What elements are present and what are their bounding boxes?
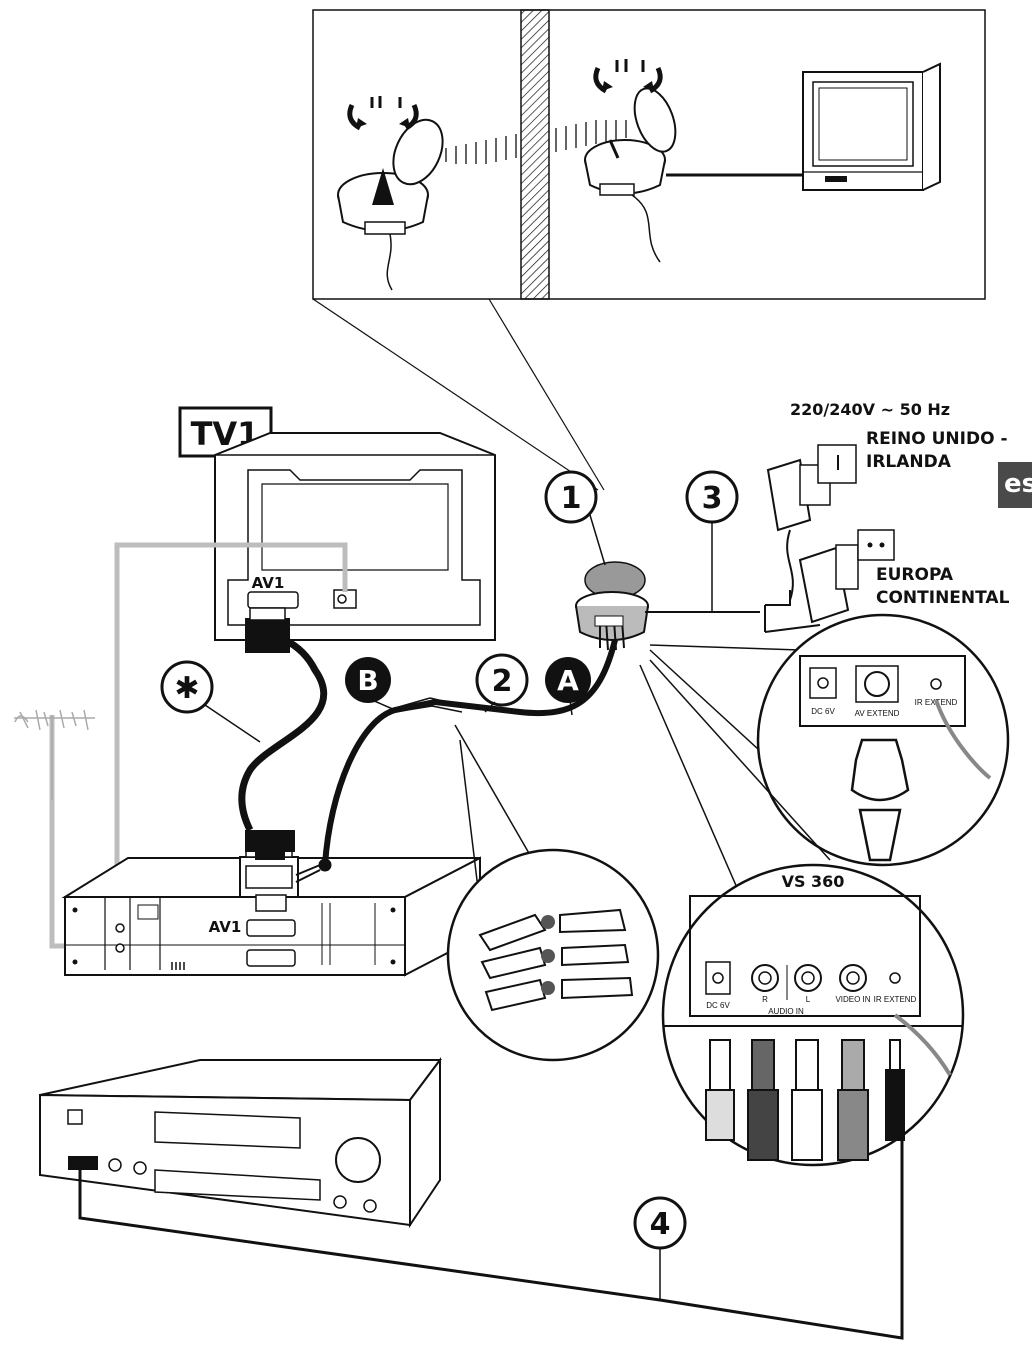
svg-text:✱: ✱ [174,671,199,706]
language-tab: es [998,462,1032,508]
hifi-receiver [39,1057,442,1229]
scart-socket-vcr-2 [246,949,296,967]
callout-b: B [345,657,396,711]
svg-text:2: 2 [492,664,513,699]
audio-in-label: AUDIO IN [768,1007,804,1016]
av-extend-label: AV EXTEND [855,709,900,718]
svg-text:B: B [357,664,378,697]
power-adapter-uk [766,444,857,601]
magnifier-rca-plugs [446,724,660,1062]
callout-4: 4 [633,1196,687,1250]
scart-cable [238,607,327,860]
callout-a: A [545,657,591,716]
eu-label-line2: CONTINENTAL [876,588,1010,608]
svg-text:1: 1 [561,481,582,516]
callout-1: 1 [544,470,606,566]
power-cable [645,590,821,633]
wall [520,9,550,300]
inset-panel [312,9,986,491]
dc-label-small: DC 6V [811,707,835,716]
scart-socket-tv [247,591,299,609]
rotate-arrows-icon [593,59,663,94]
ir-extend-label-large: IR EXTEND [874,995,917,1004]
av1-vcr-label: AV1 [209,918,242,936]
antenna-icon [14,709,95,800]
hub-unit [575,561,649,651]
power-adapter-eu [798,529,895,624]
callout-2: 2 [475,653,529,713]
r-label: R [762,995,768,1004]
svg-text:4: 4 [650,1207,671,1242]
magnifier-small-panel: DC 6V AV EXTEND IR EXTEND [649,613,1010,867]
svg-text:3: 3 [702,481,723,516]
svg-text:A: A [557,664,579,697]
tv-inset [802,62,941,191]
l-label: L [806,995,811,1004]
video-in-label: VIDEO IN [835,995,870,1004]
av1-tv-label: AV1 [252,574,285,592]
model-label: VS 360 [782,872,845,891]
callout-star: ✱ [160,660,261,743]
voltage-label: 220/240V ~ 50 Hz [790,400,950,419]
tv1: TV1 AV1 [178,406,496,641]
dc-label-large: DC 6V [706,1001,730,1010]
magnifier-vs360-panel: VS 360 DC 6V R L AUDIO IN VIDEO IN IR EX… [639,659,965,1167]
av-cable [295,639,618,883]
receiver-unit [584,87,803,263]
signal-beam [445,120,627,164]
uk-label-line2: IRLANDA [866,452,952,472]
sender-unit [337,118,444,291]
rotate-arrows-icon [347,96,419,131]
uk-label-line1: REINO UNIDO - [866,429,1008,449]
callout-3: 3 [685,470,739,612]
scart-socket-vcr-1 [246,919,296,937]
eu-label-line1: EUROPA [876,565,954,585]
audio-cable-4 [78,1140,904,1340]
